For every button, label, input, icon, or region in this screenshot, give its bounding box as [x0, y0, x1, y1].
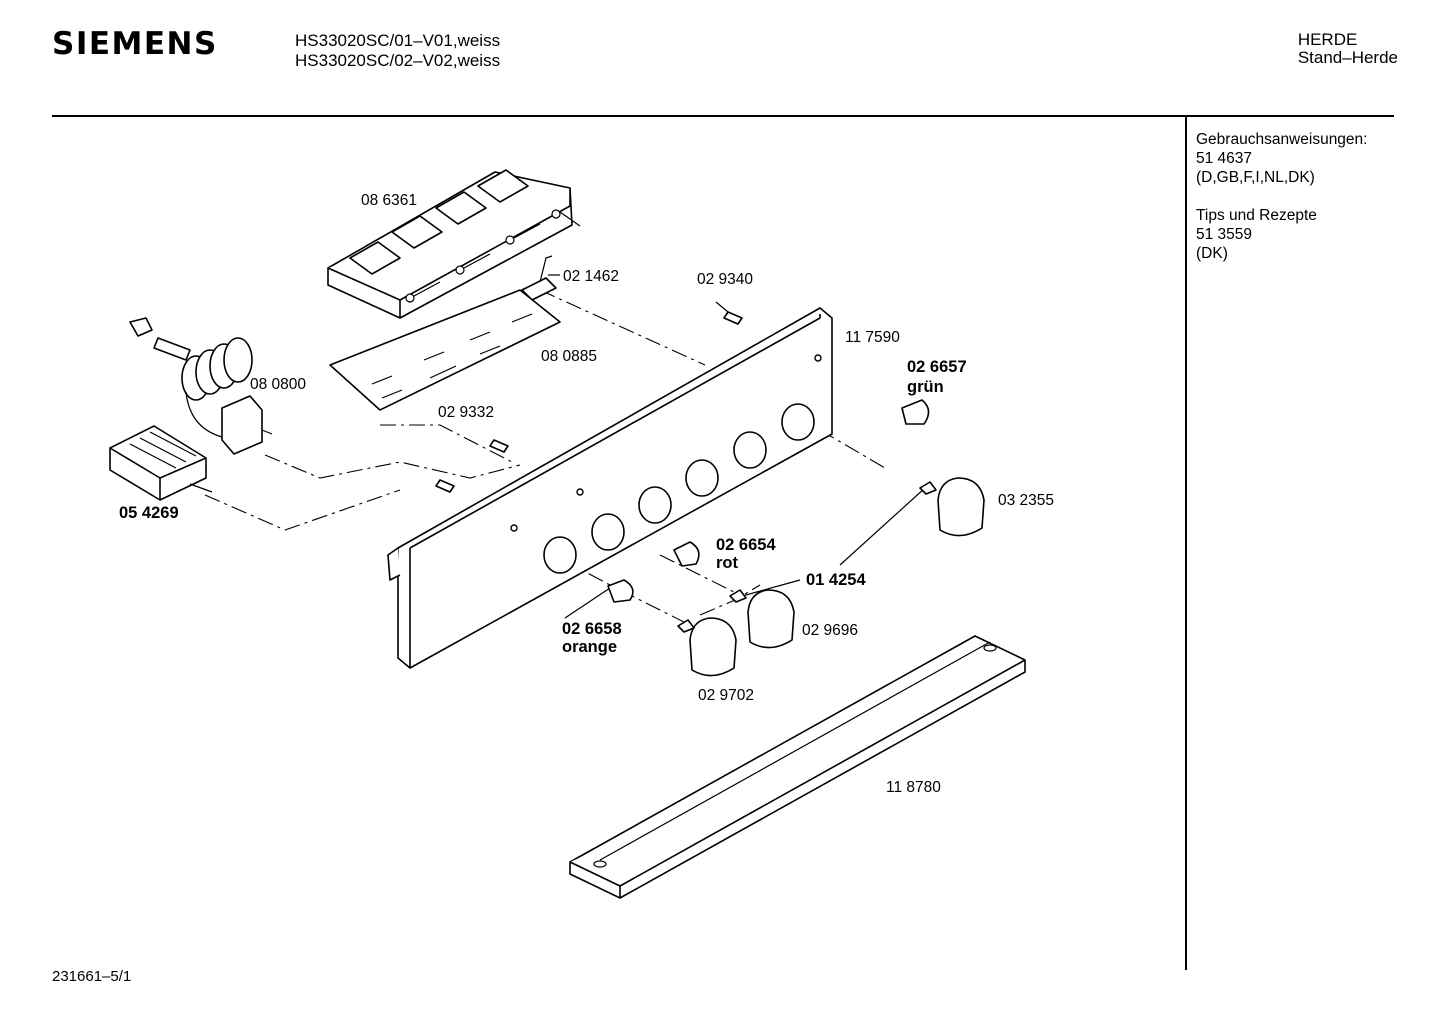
part-label-086361: 08 6361: [361, 192, 417, 209]
model-line: HS33020SC/01–V01,weiss: [295, 31, 501, 50]
part-label-054269: 05 4269: [119, 504, 179, 522]
part-label-026658: 02 6658: [562, 620, 622, 638]
doc-title: Tips und Rezepte: [1196, 207, 1317, 224]
clip-part-029332: [435, 439, 509, 493]
part-labels: 08 6361 02 1462 02 9340 11 7590 02 6657 …: [119, 192, 1054, 796]
pin-part-029340: [715, 301, 743, 325]
documentation-sidebar: Gebrauchsanweisungen: 51 4637 (D,GB,F,I,…: [1196, 130, 1436, 282]
sensor-coil-part: [129, 317, 273, 455]
leader-lines: [548, 274, 926, 619]
trim-strip-part: [569, 635, 1026, 899]
doc-languages: (DK): [1196, 245, 1228, 262]
switch-block-part: [327, 169, 581, 319]
part-color-026657: grün: [907, 378, 944, 396]
model-line: HS33020SC/02–V02,weiss: [295, 51, 501, 70]
exploded-parts-diagram: 08 6361 02 1462 02 9340 11 7590 02 6657 …: [109, 169, 1054, 899]
category-line: HERDE: [1297, 30, 1358, 49]
terminal-block-part: [109, 425, 213, 501]
part-label-029696: 02 9696: [802, 622, 858, 639]
part-label-021462: 02 1462: [563, 268, 619, 285]
part-label-080885: 08 0885: [541, 348, 597, 365]
part-color-026658: orange: [562, 638, 617, 656]
drawing-id: 231661–5/1: [52, 968, 132, 985]
control-panel-part: [387, 307, 833, 669]
part-label-026654: 02 6654: [716, 536, 776, 554]
circuit-board-part: [329, 289, 561, 411]
doc-title: Gebrauchsanweisungen:: [1196, 131, 1368, 148]
part-label-029702: 02 9702: [698, 687, 754, 704]
doc-block-recipes: Tips und Rezepte 51 3559 (DK): [1196, 206, 1436, 263]
connector-part-021462: [521, 255, 557, 301]
part-label-032355: 03 2355: [998, 492, 1054, 509]
indicator-lens-parts: [607, 399, 930, 603]
header-divider: [52, 115, 1394, 117]
doc-number: 51 3559: [1196, 226, 1253, 243]
brand-logo: SIEMENS: [52, 26, 218, 62]
doc-block-manual: Gebrauchsanweisungen: 51 4637 (D,GB,F,I,…: [1196, 130, 1436, 187]
appliance-category: HERDE Stand–Herde: [1298, 31, 1398, 67]
part-label-029332: 02 9332: [438, 404, 494, 421]
part-color-026654: rot: [716, 554, 739, 572]
part-label-029340: 02 9340: [697, 271, 753, 288]
model-list: HS33020SC/01–V01,weiss HS33020SC/02–V02,…: [295, 31, 500, 71]
doc-languages: (D,GB,F,I,NL,DK): [1196, 169, 1315, 186]
doc-number: 51 4637: [1196, 150, 1253, 167]
part-label-014254: 01 4254: [806, 571, 866, 589]
category-line: Stand–Herde: [1297, 48, 1398, 67]
part-label-026657: 02 6657: [907, 358, 967, 376]
part-label-080800: 08 0800: [250, 376, 306, 393]
part-label-117590: 11 7590: [845, 329, 900, 346]
sidebar-divider: [1185, 117, 1187, 970]
part-label-118780: 11 8780: [886, 779, 941, 796]
control-knob-parts: [677, 477, 985, 677]
